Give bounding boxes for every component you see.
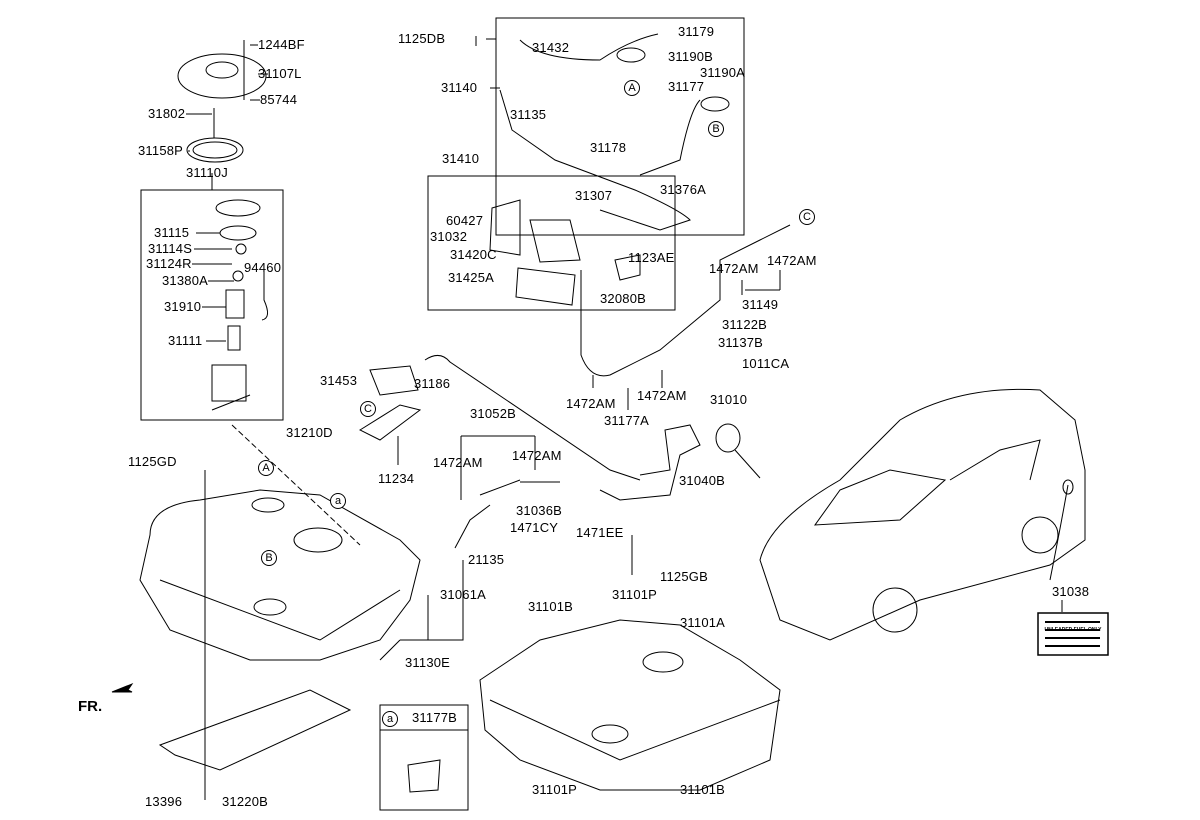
part-number-label: 31380A: [162, 273, 209, 288]
part-number-label: 31130E: [405, 655, 451, 670]
part-number-label: 85744: [260, 92, 298, 107]
part-number-label: 1125GD: [128, 454, 177, 469]
fuel-sticker-text: UNLEADED FUEL ONLY: [1044, 627, 1102, 633]
part-number-label: 31137B: [718, 335, 764, 350]
callout-marker: B: [708, 121, 724, 137]
canister-group-box: [427, 175, 676, 311]
part-number-label: 31111: [168, 333, 203, 348]
part-number-label: 13396: [145, 794, 183, 809]
part-number-label: 31158P: [138, 143, 184, 158]
callout-marker: A: [258, 460, 274, 476]
part-number-label: 31101B: [528, 599, 574, 614]
fuel-cap: [715, 423, 741, 453]
part-number-label: 31179: [678, 24, 715, 39]
vehicle-illustration: [759, 388, 1086, 641]
part-number-label: 31910: [164, 299, 202, 314]
part-number-label: 1472AM: [767, 253, 817, 268]
part-number-label: 31107L: [258, 66, 302, 81]
part-number-label: 1472AM: [566, 396, 616, 411]
part-number-label: 31802: [148, 106, 186, 121]
pump-cover: [177, 53, 267, 99]
callout-marker: C: [360, 401, 376, 417]
part-number-label: 60427: [446, 213, 484, 228]
part-number-label: 31178: [590, 140, 627, 155]
part-number-label: 31101B: [680, 782, 726, 797]
part-number-label: 31149: [742, 297, 779, 312]
part-number-label: 31432: [532, 40, 570, 55]
part-number-label: 31036B: [516, 503, 563, 518]
part-number-label: 31010: [710, 392, 748, 407]
part-number-label: 31122B: [722, 317, 768, 332]
front-direction-label: FR.: [78, 698, 103, 715]
part-number-label: 1471CY: [510, 520, 559, 535]
part-number-label: 1125GB: [660, 569, 708, 584]
part-number-label: 31124R: [146, 256, 192, 271]
part-number-label: 94460: [244, 260, 282, 275]
part-number-label: 31410: [442, 151, 480, 166]
part-number-label: 31040B: [679, 473, 726, 488]
part-number-label: 31220B: [222, 794, 269, 809]
part-number-label: 21135: [468, 552, 505, 567]
part-number-label: 31110J: [186, 165, 228, 180]
part-number-label: 31101P: [612, 587, 658, 602]
fuel-sticker: [1037, 612, 1109, 656]
part-number-label: 31210D: [286, 425, 333, 440]
part-number-label: 1472AM: [433, 455, 483, 470]
part-number-label: 31115: [154, 225, 190, 240]
part-number-label: 31052B: [470, 406, 517, 421]
part-number-label: 31177: [668, 79, 705, 94]
vapor-hose-group-box: [495, 17, 745, 236]
part-number-label: 31140: [441, 80, 478, 95]
part-number-label: 31177B: [412, 710, 458, 725]
part-number-label: 1472AM: [637, 388, 687, 403]
under-shield: [158, 689, 352, 771]
part-number-label: 31190B: [668, 49, 714, 64]
part-number-label: 31038: [1052, 584, 1090, 599]
fuel-tank-left: [139, 489, 421, 661]
part-number-label: 1471EE: [576, 525, 624, 540]
part-number-label: 31376A: [660, 182, 707, 197]
fuel-tank-right: [479, 619, 781, 791]
part-number-label: 31425A: [448, 270, 495, 285]
part-number-label: 31135: [510, 107, 547, 122]
callout-marker: a: [382, 711, 398, 727]
part-number-label: 31420C: [450, 247, 497, 262]
part-number-label: 31307: [575, 188, 613, 203]
callout-marker: B: [261, 550, 277, 566]
part-number-label: 31114S: [148, 241, 193, 256]
part-number-label: 1125DB: [398, 31, 446, 46]
part-number-label: 31101P: [532, 782, 578, 797]
callout-marker: A: [624, 80, 640, 96]
part-number-label: 1244BF: [258, 37, 305, 52]
gasket-ring: [186, 137, 244, 163]
part-number-label: 31453: [320, 373, 358, 388]
part-number-label: 31177A: [604, 413, 650, 428]
callout-marker: a: [330, 493, 346, 509]
part-number-label: 1472AM: [512, 448, 562, 463]
part-number-label: 1123AE: [628, 250, 675, 265]
part-number-label: 31032: [430, 229, 468, 244]
part-number-label: 31186: [414, 376, 451, 391]
part-number-label: 31101A: [680, 615, 726, 630]
part-number-label: 31190A: [700, 65, 746, 80]
callout-marker: C: [799, 209, 815, 225]
part-number-label: 32080B: [600, 291, 647, 306]
part-number-label: 11234: [378, 471, 415, 486]
part-number-label: 31061A: [440, 587, 487, 602]
clip-detail-box: [379, 704, 469, 811]
part-number-label: 1011CA: [742, 356, 790, 371]
part-number-label: 1472AM: [709, 261, 759, 276]
